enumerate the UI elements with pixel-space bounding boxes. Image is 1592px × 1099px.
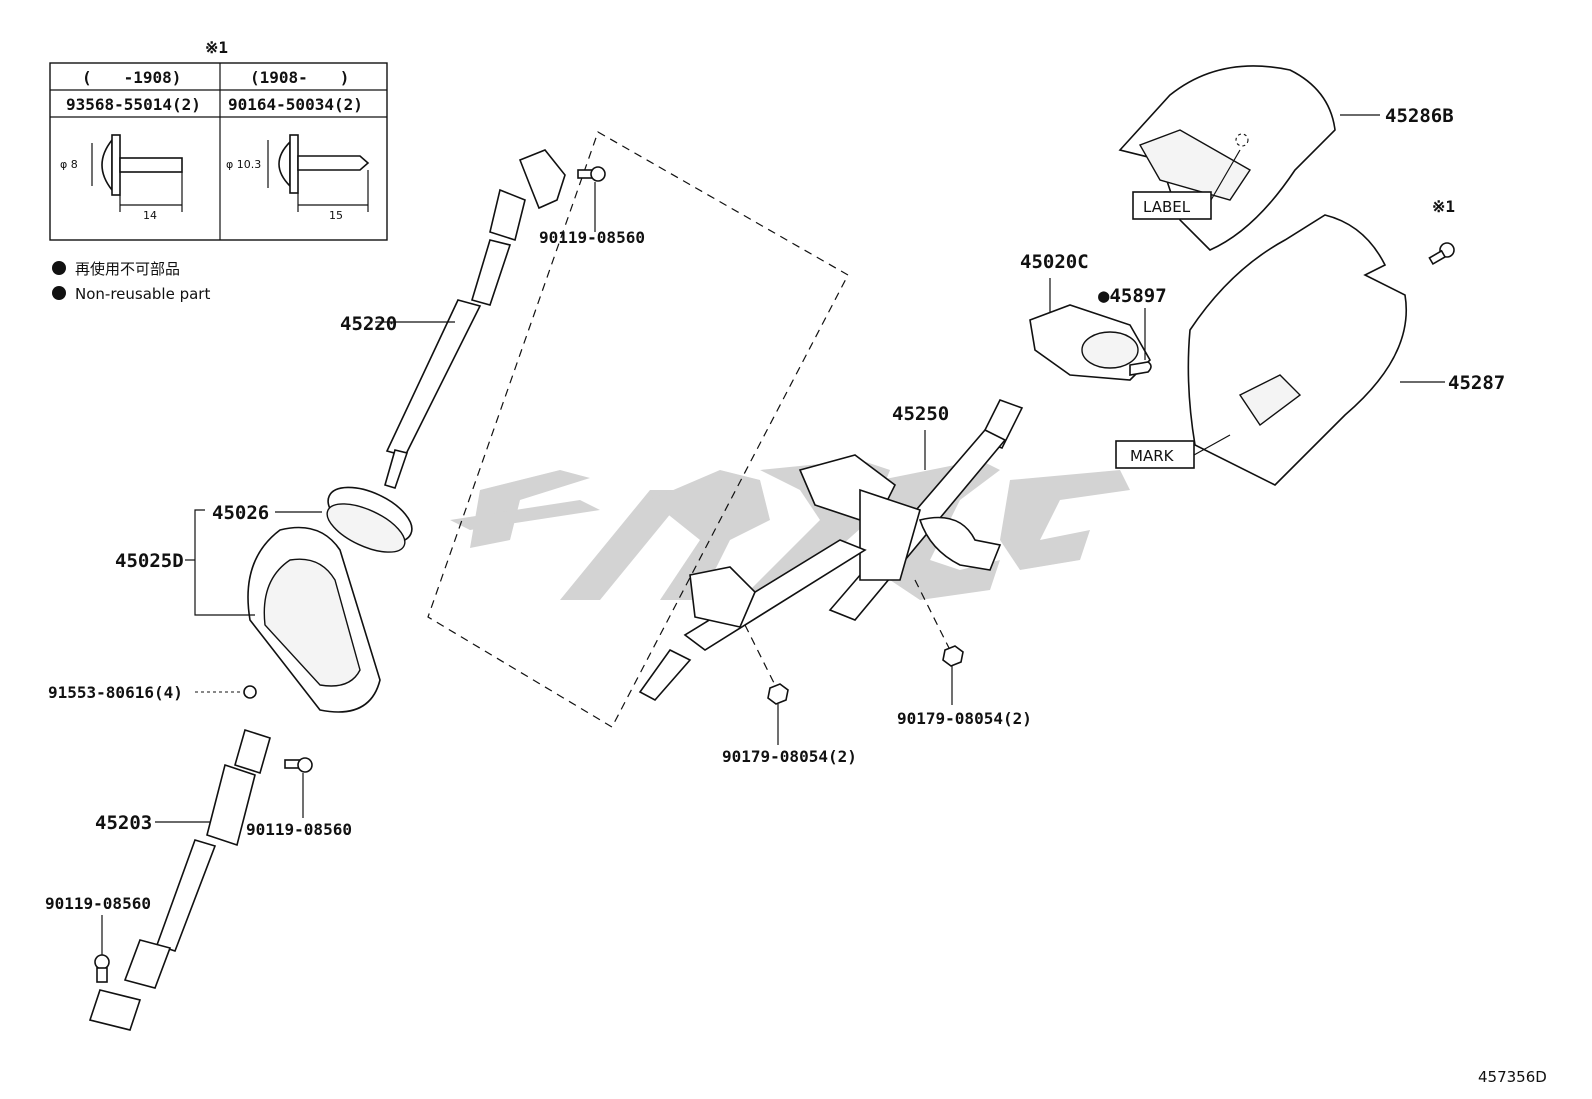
part-90179-nut-left — [767, 683, 789, 745]
label-tag-group: LABEL — [1132, 149, 1241, 220]
part-45203-shaft — [88, 728, 271, 1031]
label-45220: 45220 — [340, 313, 397, 335]
part-45286B-upper-cover — [1118, 65, 1380, 251]
label-45897: ●45897 — [1098, 285, 1167, 307]
part-45897-pin — [1129, 308, 1152, 376]
label-90179-left: 90179-08054(2) — [722, 747, 857, 766]
label-45025D: 45025D — [115, 550, 184, 572]
part-45220-shaft — [375, 149, 566, 489]
table-col1-part: 93568-55014(2) — [66, 95, 201, 114]
label-90179-right: 90179-08054(2) — [897, 709, 1032, 728]
table-col2-range: (1908- ) — [250, 68, 349, 87]
label-45250: 45250 — [892, 403, 949, 425]
part-45026-seal — [275, 486, 413, 553]
mark-tag-group: MARK — [1115, 434, 1231, 469]
bolt1-diameter: φ 8 — [60, 158, 78, 171]
part-45025D-cover — [185, 509, 381, 713]
part-90179-nut-right — [942, 645, 964, 705]
part-90119-bolt-top — [577, 166, 606, 232]
part-mark1-screw — [1428, 242, 1455, 266]
assembly-boundary — [427, 131, 849, 728]
label-90119-bot: 90119-08560 — [45, 894, 151, 913]
mark-tag: MARK — [1130, 447, 1175, 465]
non-reusable-dot-icon-2 — [52, 286, 66, 300]
label-91553: 91553-80616(4) — [48, 683, 183, 702]
label-45287: 45287 — [1448, 372, 1505, 394]
part-90119-bolt-bot — [94, 915, 110, 983]
bolt2-diameter: φ 10.3 — [226, 158, 261, 171]
part-45287-lower-cover — [1187, 214, 1445, 486]
bolt2-length: 15 — [329, 209, 343, 222]
label-45026: 45026 — [212, 502, 269, 524]
bolt1-length: 14 — [143, 209, 157, 222]
label-45020C: 45020C — [1020, 251, 1089, 273]
table-col2-part: 90164-50034(2) — [228, 95, 363, 114]
part-45250-column — [638, 399, 1024, 702]
label-45286B: 45286B — [1385, 105, 1454, 127]
non-reusable-dot-icon — [52, 261, 66, 275]
legend: 再使用不可部品 Non-reusable part — [52, 260, 210, 303]
label-90119-mid: 90119-08560 — [246, 820, 352, 839]
table-header-mark: ※1 — [205, 38, 228, 57]
legend-jp: 再使用不可部品 — [75, 260, 180, 278]
part-91553-bolt — [195, 685, 257, 699]
part-90119-bolt-mid — [284, 757, 313, 818]
spec-table: ※1 ( -1908) (1908- ) 93568-55014(2) 9016… — [49, 38, 388, 241]
table-col1-range: ( -1908) — [82, 68, 181, 87]
bolt-drawing-1: φ 8 14 — [60, 134, 183, 222]
diagram-code: 457356D — [1478, 1068, 1547, 1086]
bolt-drawing-2: φ 10.3 15 — [226, 134, 370, 222]
legend-en: Non-reusable part — [75, 285, 210, 303]
label-tag: LABEL — [1143, 198, 1191, 216]
label-45203: 45203 — [95, 812, 152, 834]
label-90119-top: 90119-08560 — [539, 228, 645, 247]
label-mark1: ※1 — [1432, 197, 1455, 216]
